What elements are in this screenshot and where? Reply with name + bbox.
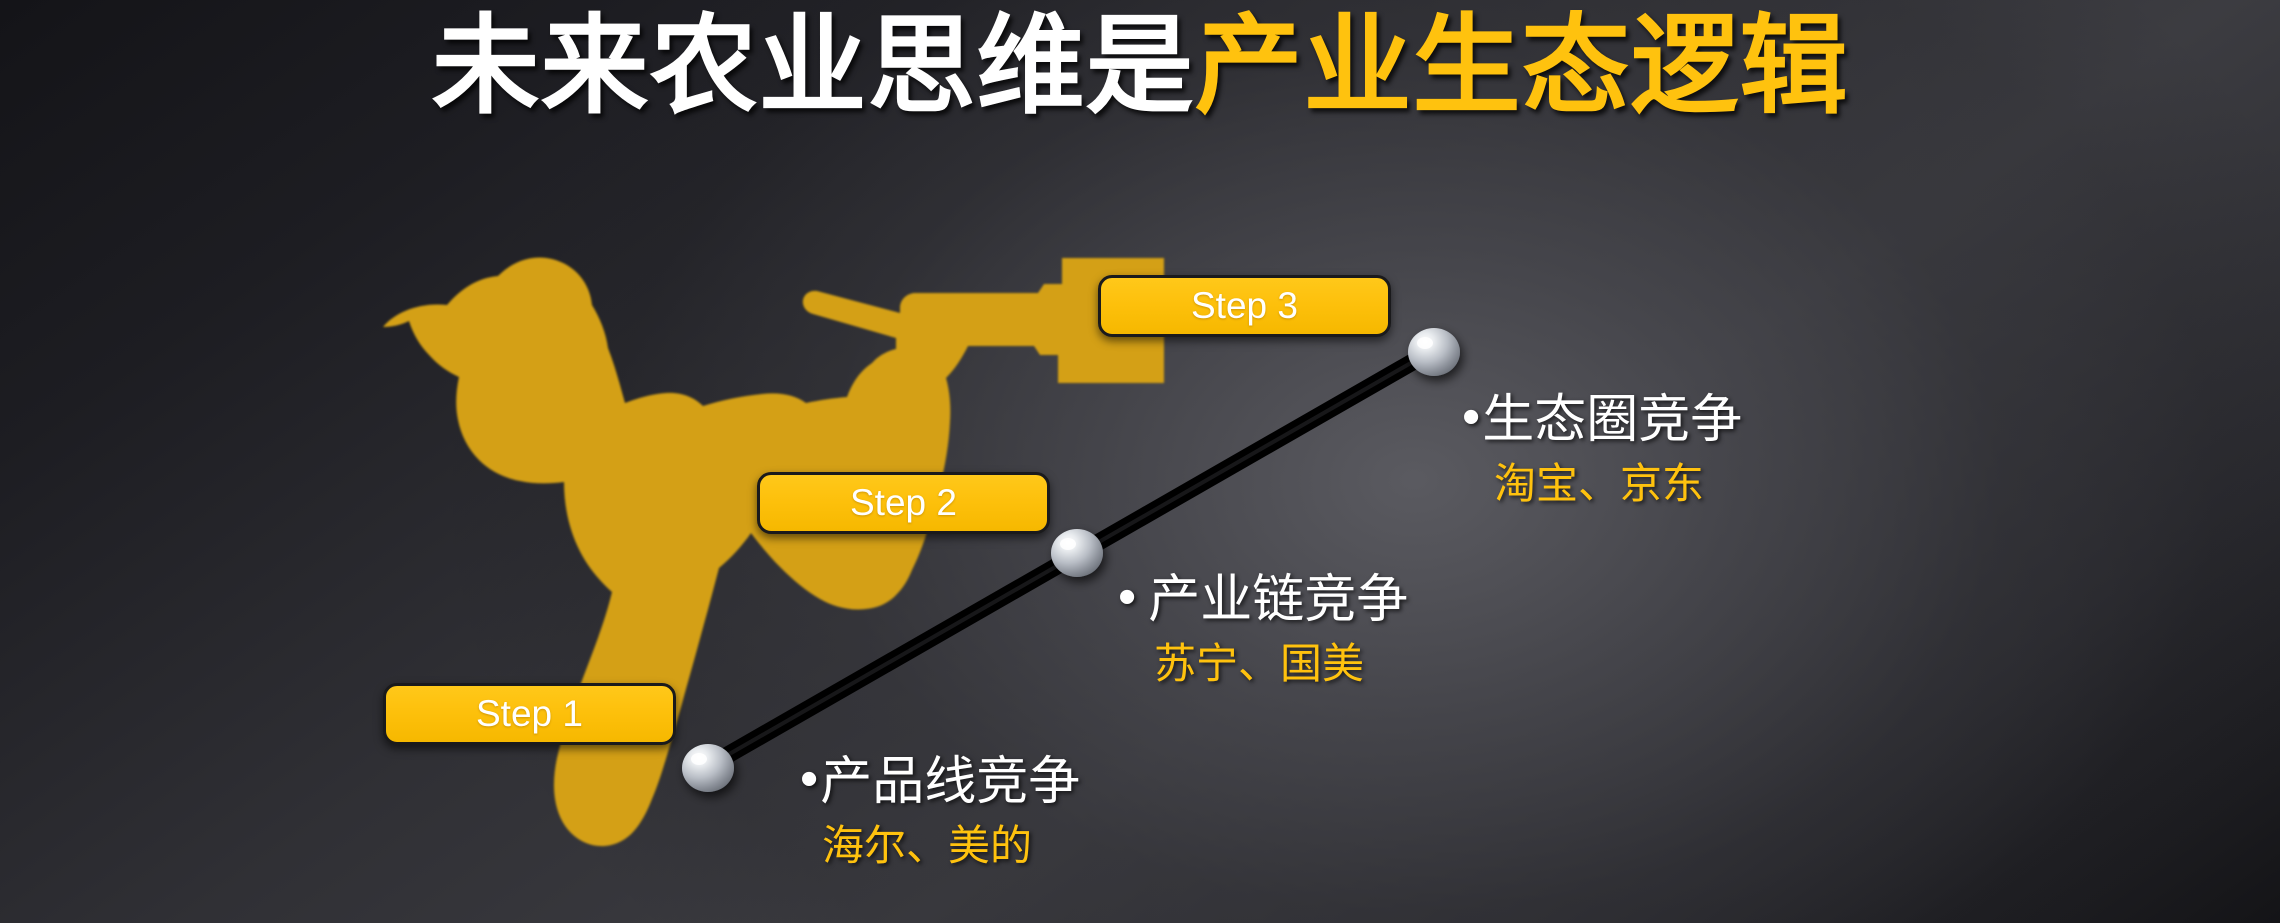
step-2-button[interactable]: Step 2 xyxy=(757,472,1050,534)
title-gold-segment: 产业生态逻辑 xyxy=(1194,5,1849,126)
step-3-headline: •生态圈竞争 xyxy=(1462,390,1742,448)
step-2-headline-text: 产业链竞争 xyxy=(1148,571,1409,630)
step-1-headline-text: 产品线竞争 xyxy=(820,753,1081,812)
step-1-headline: •产品线竞争 xyxy=(800,752,1080,810)
bullet-icon: • xyxy=(800,750,819,808)
node-sphere-step-1[interactable] xyxy=(682,744,734,792)
step-2-subtitle: 苏宁、国美 xyxy=(1154,639,1365,687)
step-1-subtitle: 海尔、美的 xyxy=(822,821,1033,869)
bullet-icon: • xyxy=(1118,568,1137,626)
step-3-button[interactable]: Step 3 xyxy=(1098,275,1391,337)
node-sphere-step-2[interactable] xyxy=(1051,529,1103,577)
progression-line-highlight xyxy=(703,350,1432,770)
step-3-headline-text: 生态圈竞争 xyxy=(1482,391,1743,450)
title-white-segment: 未来农业思维是 xyxy=(431,5,1195,126)
step-1-button[interactable]: Step 1 xyxy=(383,683,676,745)
progression-line xyxy=(696,343,1439,777)
step-1-caption: •产品线竞争 海尔、美的 xyxy=(800,752,1080,868)
step-2-headline: •产业链竞争 xyxy=(1118,570,1408,628)
step-3-subtitle: 淘宝、京东 xyxy=(1494,459,1705,507)
step-3-caption: •生态圈竞争 淘宝、京东 xyxy=(1462,390,1742,506)
step-2-caption: •产业链竞争 苏宁、国美 xyxy=(1118,570,1408,686)
node-sphere-step-3[interactable] xyxy=(1408,328,1460,376)
bullet-icon: • xyxy=(1462,388,1481,446)
page-title: 未来农业思维是产业生态逻辑 xyxy=(0,5,2280,127)
